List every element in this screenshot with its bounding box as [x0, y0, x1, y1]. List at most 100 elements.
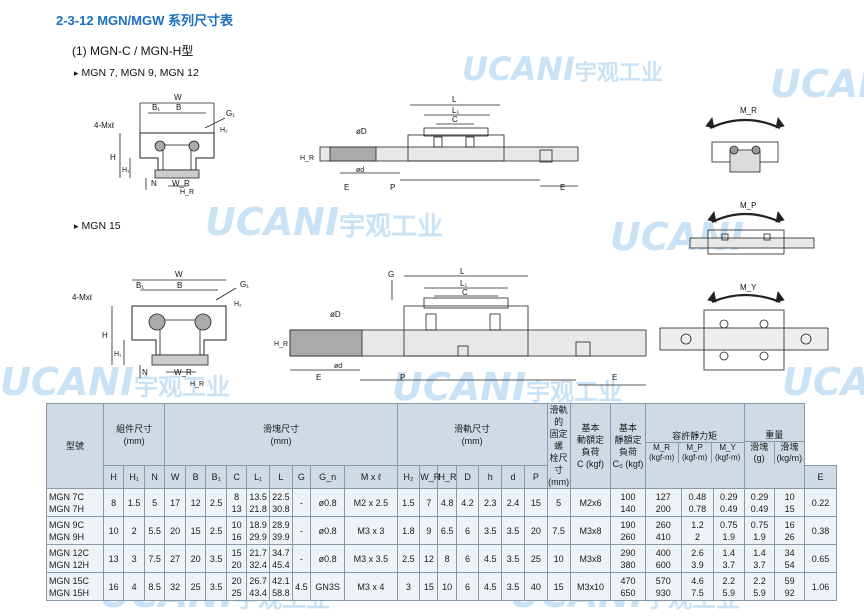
- table-cell: 3: [396, 572, 421, 601]
- table-cell: M3x8: [569, 544, 612, 573]
- dim-d: øD: [356, 127, 367, 136]
- table-cell: 17: [164, 488, 186, 517]
- subheader-cell: P: [523, 465, 548, 489]
- dim-hr: H_R: [300, 155, 314, 162]
- table-cell: 15: [546, 572, 571, 601]
- table-cell: 2.2 5.9: [743, 572, 776, 601]
- subheader-cell: B₁: [205, 465, 227, 489]
- table-cell: 15 20: [225, 544, 248, 573]
- table-cell: 12: [419, 544, 439, 573]
- moment-mr-view: [705, 117, 785, 173]
- dim-small-d: ød: [334, 363, 342, 370]
- table-cell: 2.2 5.9: [712, 572, 745, 601]
- table-cell: M3x8: [569, 516, 612, 545]
- table-cell: 400 600: [644, 544, 683, 573]
- table-cell: 5: [143, 488, 166, 517]
- table-cell: 5.5: [143, 516, 166, 545]
- table-cell: M2x6: [569, 488, 612, 517]
- subheader-cell: H₁: [123, 465, 145, 489]
- table-cell: 2: [123, 516, 145, 545]
- dim-wr: W_R: [174, 368, 192, 377]
- section-label-mgn7-12: MGN 7, MGN 9, MGN 12: [74, 67, 199, 79]
- table-cell: 5: [546, 488, 571, 517]
- dim-l: L: [452, 95, 457, 104]
- table-cell: 16: [102, 572, 125, 601]
- table-cell: 34.7 45.4: [269, 544, 293, 573]
- dim-e: E: [344, 183, 349, 192]
- moment-mp-label: M_P: [740, 201, 756, 210]
- table-cell: 9: [419, 516, 439, 545]
- model-cell: MGN 15C MGN 15H: [46, 572, 104, 601]
- subheader-cell: B: [184, 465, 207, 489]
- table-cell: M2 x 2.5: [344, 488, 398, 517]
- header-bolt: 滑軌的 固定螺 栓尺寸 (mm): [546, 403, 571, 489]
- table-cell: 0.22: [803, 488, 838, 517]
- dim-p: P: [390, 183, 395, 192]
- table-cell: 1.4 3.7: [743, 544, 776, 573]
- header-block: 滑塊尺寸 (mm): [164, 402, 398, 467]
- table-cell: 260 410: [644, 516, 683, 545]
- table-cell: -: [291, 544, 312, 573]
- table-cell: 21.7 32.4: [246, 544, 271, 573]
- table-cell: 6.5: [437, 516, 457, 545]
- table-cell: 13: [102, 544, 125, 573]
- table-cell: 0.48 0.78: [681, 488, 714, 517]
- subheader-cell: C: [225, 465, 248, 489]
- dim-h2: H₂: [234, 301, 242, 308]
- table-cell: -: [291, 488, 312, 517]
- dim-g1: G₁: [226, 109, 235, 118]
- dim-g1: G₁: [240, 280, 249, 289]
- dim-e: E: [560, 183, 565, 192]
- moment-mp-view: [689, 211, 815, 255]
- dim-c: C: [462, 288, 468, 297]
- subtitle: (1) MGN-C / MGN-H型: [72, 44, 194, 58]
- table-cell: 20 25: [225, 572, 248, 601]
- table-cell: 28.9 39.9: [269, 516, 293, 545]
- model-cell: MGN 9C MGN 9H: [46, 516, 104, 545]
- technical-drawings: W B₁ B G₁ 4-Mxℓ H H₁ H₂ N W_R H_R L L₁ C…: [72, 93, 829, 388]
- table-cell: 27: [164, 544, 186, 573]
- table-cell: 7.5: [143, 544, 166, 573]
- dim-e: E: [612, 373, 617, 382]
- table-cell: 4.2: [455, 488, 480, 517]
- subheader-cell: G_n: [310, 465, 346, 489]
- table-cell: 18.9 29.9: [246, 516, 271, 545]
- dim-hr: H_R: [190, 381, 204, 388]
- subheader-cell: W: [164, 465, 186, 489]
- table-cell: 100 140: [610, 488, 646, 517]
- dim-h: H: [110, 153, 116, 162]
- table-cell: 15: [184, 516, 207, 545]
- table-cell: 127 200: [644, 488, 683, 517]
- subheader-cell: W_R: [419, 465, 440, 489]
- subheader-cell: G: [291, 465, 312, 489]
- table-cell: 2.6 3.9: [681, 544, 714, 573]
- dim-p: P: [400, 373, 405, 382]
- table-cell: 0.29 0.49: [743, 488, 776, 517]
- dim-b: B: [177, 281, 182, 290]
- table-cell: 470 650: [610, 572, 646, 601]
- table-cell: 10: [546, 544, 571, 573]
- table-cell: GN3S: [310, 572, 346, 601]
- table-cell: 7: [419, 488, 439, 517]
- table-cell: 0.75 1.9: [743, 516, 776, 545]
- dim-e: E: [316, 373, 321, 382]
- table-cell: 25: [184, 572, 207, 601]
- table-cell: 1.2 2: [681, 516, 714, 545]
- table-cell: 15: [419, 572, 439, 601]
- dim-n: N: [142, 368, 148, 377]
- subheader-cell: M x ℓ: [344, 465, 398, 489]
- dim-hr: H_R: [180, 189, 194, 196]
- header-row: 型號組件尺寸 (mm)滑塊尺寸 (mm)滑軌尺寸 (mm)滑軌的 固定螺 栓尺寸…: [46, 402, 837, 489]
- table-cell: M3 x 3: [344, 516, 398, 545]
- table-cell: 1.06: [803, 572, 838, 601]
- table-cell: 4.5: [291, 572, 312, 601]
- table-cell: 8: [437, 544, 457, 573]
- subheader-cell: H₂: [396, 465, 421, 489]
- header-weight: 重量滑塊 (g)滑塊 (kg/m): [743, 403, 805, 489]
- table-cell: 4.5: [478, 572, 503, 601]
- dim-l: L: [460, 267, 465, 276]
- subheader-cell: D: [455, 465, 480, 489]
- header-moment-0: M_R (kgf-m): [646, 442, 679, 463]
- table-cell: 2.5: [205, 488, 227, 517]
